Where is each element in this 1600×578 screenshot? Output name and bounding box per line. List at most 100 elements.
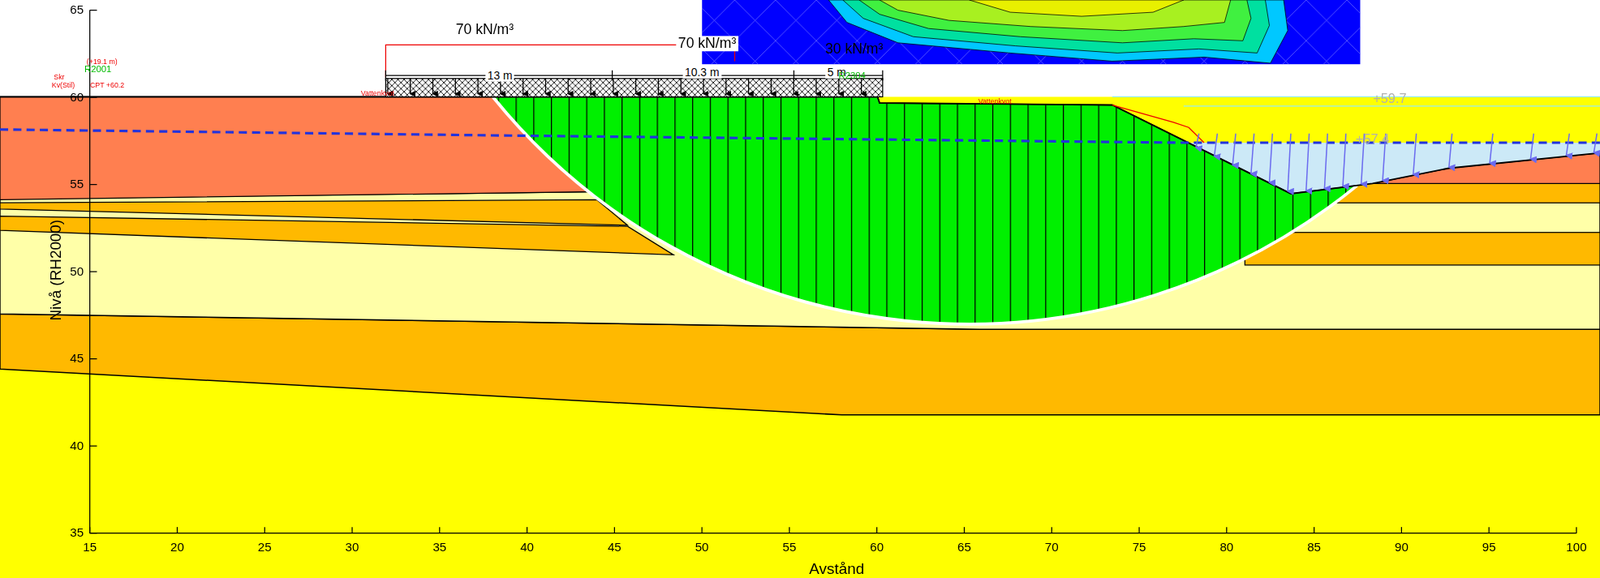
stroke [793,78,795,95]
stroke [635,78,637,95]
stroke [1449,133,1453,168]
axis-tick-label: 50 [695,541,710,555]
axis-tick-label: 70 [1045,541,1059,555]
stroke [1489,133,1493,164]
stroke [1232,133,1236,166]
axis-tick-label: 65 [69,3,84,18]
level-label: +57.4 [1355,132,1390,147]
stroke [90,96,98,98]
stroke [589,78,591,95]
axis-tick-label: 15 [82,541,97,555]
stroke [1195,133,1200,148]
axis-tick-label: 35 [432,541,447,555]
stroke [1251,133,1255,175]
stroke [876,527,878,534]
stroke [1313,527,1315,534]
axis-tick-label: 40 [69,439,84,454]
stroke [409,78,411,95]
stroke [455,78,456,95]
stroke [1530,133,1534,160]
axis-tick-label: 85 [1307,541,1321,555]
stroke [963,527,965,534]
level-label: +59.7 [1372,91,1407,107]
stroke [90,446,98,448]
stroke [1306,133,1310,192]
axis-tick-label: 95 [1482,541,1497,555]
axis-tick-label: 80 [1219,541,1234,555]
stroke [90,533,98,534]
borehole-id: R2001 [84,65,112,76]
stroke [526,527,528,534]
stroke [264,527,266,534]
stroke [1488,527,1490,534]
stroke [1342,133,1347,187]
stroke [1051,527,1053,534]
ground-note: Vattenkvot [361,90,395,99]
stroke [1575,527,1577,534]
axis-tick-label: 45 [69,352,84,366]
axis-tick-label: 55 [69,177,84,192]
stroke [1401,527,1403,534]
stroke [680,78,682,95]
stroke [1138,527,1140,534]
stroke [702,78,704,95]
ground-note: Vattenkvot [978,98,1012,107]
stroke [567,78,569,95]
stroke [90,270,98,272]
stroke [725,78,727,95]
stroke [815,78,817,95]
stroke [770,78,772,95]
stroke [432,78,434,95]
axis-tick-label: 35 [69,526,84,541]
axis-tick-label: 55 [782,541,797,555]
stroke [1565,133,1570,156]
stroke [477,78,478,95]
dimension: 10.3 m [683,66,722,79]
axis-tick-label: 90 [1394,541,1409,555]
stroke [1225,527,1227,534]
borehole-note: Skr [53,73,65,82]
stroke [90,358,98,360]
axis-tick-label: 40 [520,541,534,555]
axis-tick-label: 45 [607,541,622,555]
axis-title: Nivå (RH2000) [47,219,65,322]
stroke [614,527,616,534]
stroke [176,527,178,534]
dimension: 13 m [485,68,515,82]
axis-tick-label: 75 [1132,541,1147,555]
axis-tick-label: 60 [869,541,884,555]
stroke [1214,133,1218,157]
stroke [860,78,862,95]
axis-tick-label: 20 [170,541,185,555]
stroke [522,78,524,95]
axis-title: Avstånd [808,560,865,578]
load-label: 30 kN/m³ [825,41,883,57]
stroke [89,527,91,534]
axis-tick-label: 100 [1565,541,1587,555]
stroke [701,527,703,534]
stroke [351,527,353,534]
axis-tick-label: 65 [957,541,972,555]
stroke [90,9,98,11]
load-label: 70 kN/m³ [455,21,514,38]
load-label: 70 kN/m³ [675,35,738,52]
stroke [545,78,547,95]
borehole-id: R2304 [838,71,865,82]
borehole-note: Kv(Stil) [51,81,75,91]
stroke [1593,133,1597,153]
stroke [1413,133,1417,175]
stroke [1287,133,1291,192]
axis-tick-label: 60 [69,90,84,105]
borehole-note: CPT +60.2 [90,81,125,91]
stroke [1269,133,1274,183]
stroke [658,78,659,95]
stroke [612,78,614,95]
stroke [1324,133,1328,190]
axis-tick-label: 30 [345,541,360,555]
stroke [838,78,839,95]
axis-tick-label: 25 [258,541,272,555]
stroke [438,527,440,534]
stroke [748,78,749,95]
